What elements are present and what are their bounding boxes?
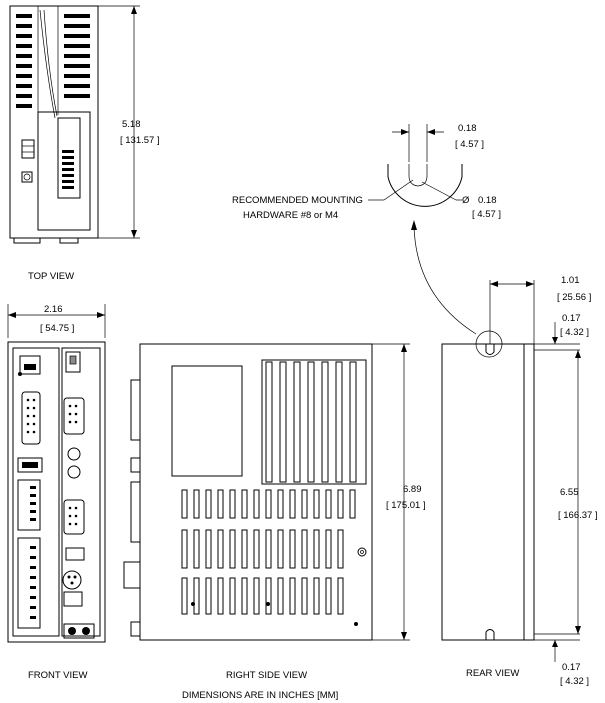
slot-width-mm: [ 4.57 ] <box>455 139 484 150</box>
mounting-detail: 0.18 [ 4.57 ] RECOMMENDED MOUNTING HARDW… <box>232 123 501 335</box>
rear-top-slot <box>485 344 495 355</box>
top-view-label: TOP VIEW <box>28 271 74 282</box>
rear-view-body <box>441 343 525 641</box>
front-terminal-strip-1 <box>17 479 41 531</box>
mounting-note-line1: RECOMMENDED MOUNTING <box>232 195 363 206</box>
right-side-view: 6.89 [ 175.01 ] <box>123 343 426 641</box>
right-side-fins <box>265 361 357 483</box>
rear-top-offset-in: 0.17 <box>562 313 581 324</box>
front-view-label: FRONT VIEW <box>28 670 87 681</box>
front-db-connector-1 <box>21 391 41 445</box>
rear-offset-x-in: 1.01 <box>561 275 580 286</box>
detail-callout-circle <box>475 330 503 358</box>
front-width-in: 2.16 <box>44 304 63 315</box>
rear-view: 1.01 [ 25.56 ] 0.17 [ 4.32 ] 6.55 [ 166.… <box>441 275 598 687</box>
detail-callout-arrow <box>413 225 477 335</box>
diameter-mm: [ 4.57 ] <box>472 209 501 220</box>
rear-offset-x-mm: [ 25.56 ] <box>557 292 591 303</box>
right-side-view-label: RIGHT SIDE VIEW <box>226 670 307 681</box>
rear-bottom-offset-in: 0.17 <box>562 662 581 673</box>
detail-slot-outline <box>387 164 463 207</box>
front-usb-port <box>17 457 43 473</box>
right-side-body <box>139 343 373 641</box>
diameter-in: 0.18 <box>478 195 497 206</box>
top-view-vents-left <box>16 14 32 108</box>
diameter-symbol: Ø <box>462 195 470 206</box>
slot-width-in: 0.18 <box>458 123 477 134</box>
front-db-connector-3 <box>63 499 85 535</box>
mounting-note-line2: HARDWARE #8 or M4 <box>243 210 338 221</box>
front-terminal-strip-2 <box>17 537 41 629</box>
top-view-dip-switch <box>21 139 35 159</box>
rear-spacing-mm: [ 166.37 ] <box>558 510 598 521</box>
side-height-in: 6.89 <box>403 484 422 495</box>
rear-spacing-in: 6.55 <box>560 487 579 498</box>
top-height-mm: [ 131.57 ] <box>120 135 160 146</box>
side-height-mm: [ 175.01 ] <box>386 500 426 511</box>
front-ethernet-port <box>19 355 41 375</box>
front-db-connector-2 <box>63 397 85 435</box>
right-side-label-panel <box>171 365 243 477</box>
rear-top-offset-mm: [ 4.32 ] <box>560 327 589 338</box>
front-view-body <box>7 341 106 643</box>
rear-bottom-slot <box>485 629 495 640</box>
front-width-mm: [ 54.75 ] <box>40 323 74 334</box>
top-view-body <box>9 5 99 239</box>
units-note: DIMENSIONS ARE IN INCHES [MM] <box>182 690 338 701</box>
top-height-in: 5.18 <box>122 119 141 130</box>
rear-view-label: REAR VIEW <box>466 668 519 679</box>
rear-bottom-offset-mm: [ 4.32 ] <box>560 676 589 687</box>
front-view: 2.16 [ 54.75 ] <box>7 304 106 643</box>
top-view-terminal-block <box>62 150 74 189</box>
front-round-connector <box>62 570 82 590</box>
top-view: 5.18 [ 131.57 ] <box>9 5 160 244</box>
right-side-vents <box>181 489 356 615</box>
top-view-vents-right <box>64 14 90 98</box>
